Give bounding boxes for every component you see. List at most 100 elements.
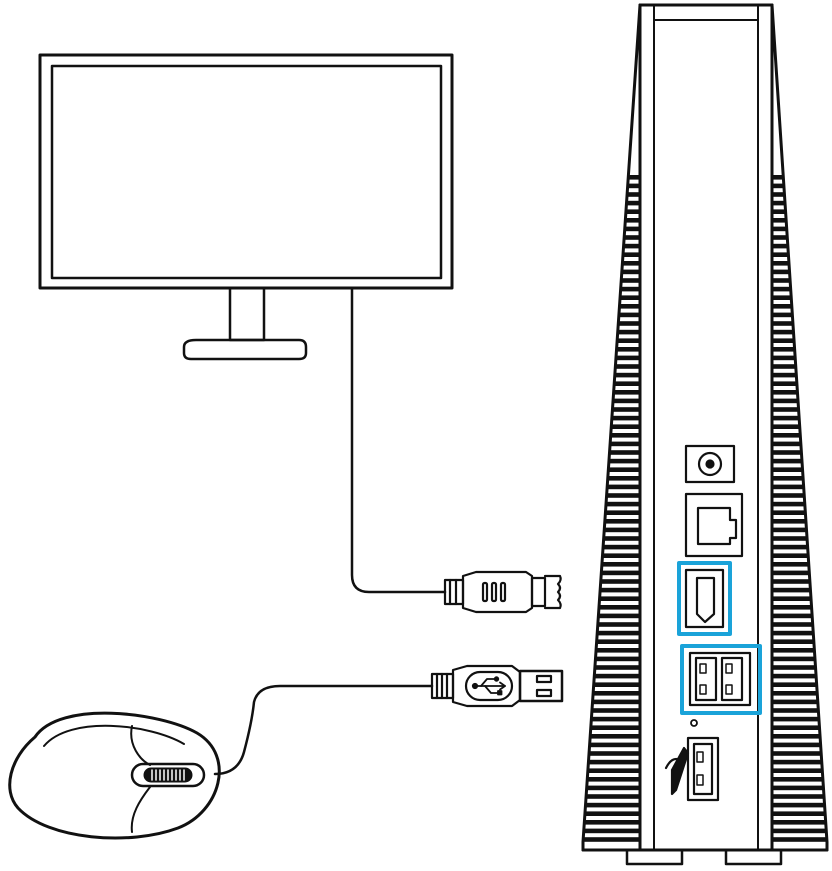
vent-fin [595,665,640,670]
vent-fin [772,364,796,369]
vent-fin [772,226,787,232]
monitor-screen [50,64,443,280]
device-feet [625,848,783,866]
monitor-icon [38,53,454,361]
vent-fin [599,605,640,610]
vent-fin [584,820,640,825]
vent-fin [772,691,818,696]
vent-fin [772,751,821,756]
vent-fin [772,501,805,507]
vent-fin [615,364,640,369]
vent-fin [772,699,818,705]
vent-fin [772,544,808,550]
hdmi-port-icon [677,561,732,636]
mouse-wheel [130,762,206,788]
vent-fin [602,553,640,558]
vent-fin [600,579,640,584]
vent-fin [620,295,640,300]
vent-fin [772,269,790,275]
vent-fin [583,837,640,842]
vent-fin [610,441,640,447]
vent-fin [627,183,640,189]
vent-fin [590,725,640,730]
vent-fin [772,286,791,292]
vent-fin [626,200,640,206]
vent-fin [772,424,800,429]
vent-fin [589,751,640,756]
vent-fin [772,467,803,472]
vent-fin [772,321,793,326]
vent-fin [614,381,640,386]
sd-card-slot-icon [664,746,690,796]
vent-fin [772,484,804,490]
vent-fin [772,785,824,791]
vent-fin [772,381,797,386]
vent-fin [605,519,640,524]
vent-fin [600,587,640,593]
vent-fin [772,622,813,627]
vent-fin [772,802,825,808]
vent-fin [772,209,786,214]
vent-fin [628,175,640,180]
vent-fin [588,759,640,765]
vent-fin [622,269,640,275]
vent-fin [772,390,798,395]
vent-fin [583,828,640,834]
hdmi-cable [350,287,562,614]
vent-fin [772,312,793,318]
vent-fin [772,329,794,335]
vent-fin [617,329,640,335]
vent-fin [607,476,640,481]
vent-fin [772,415,799,421]
vent-fin [591,716,640,722]
usb-port-icon [686,736,720,802]
vent-fin [622,261,640,266]
vent-fin [772,252,789,257]
vent-fin [592,708,640,713]
vent-fin [772,175,784,180]
usb-symbol-icon [471,676,506,696]
vent-fin [612,415,640,421]
vent-fin [772,295,792,300]
vent-fin [772,605,812,610]
vent-fin [603,544,640,550]
vent-fin [772,243,788,249]
vent-fin [620,286,640,292]
vent-fin [772,570,810,576]
monitor-neck [228,286,266,342]
vent-fin [772,553,808,558]
status-led [690,719,698,727]
vent-fin [772,338,794,343]
vent-fin [772,837,827,842]
vent-fin [772,768,823,773]
vent-fin [772,587,811,593]
vent-fin [772,536,807,541]
vent-fin [772,441,801,447]
vent-fin [772,493,805,498]
vent-fin [772,433,801,438]
vent-fin [598,622,640,627]
vent-fin [772,355,795,361]
vent-fin [772,682,817,687]
vent-fin [772,200,785,206]
vent-fin [590,734,640,739]
vent-fin [772,562,809,567]
vent-fin [772,716,819,722]
vent-fin [602,562,640,567]
vent-fin [772,579,810,584]
vent-fin [772,398,798,404]
vent-fin [615,372,640,378]
vent-fin [609,458,640,464]
vent-fin [613,398,640,404]
vent-fin [772,777,823,782]
vent-fin [587,777,640,782]
vent-fin [607,484,640,490]
vent-fin [626,209,640,214]
monitor-bezel [38,53,454,290]
vent-fin [772,347,795,352]
vent-fin [623,243,640,249]
vent-fin [589,742,640,748]
vent-fin [772,673,816,679]
vent-fin [598,613,640,619]
vent-fin [772,261,789,266]
